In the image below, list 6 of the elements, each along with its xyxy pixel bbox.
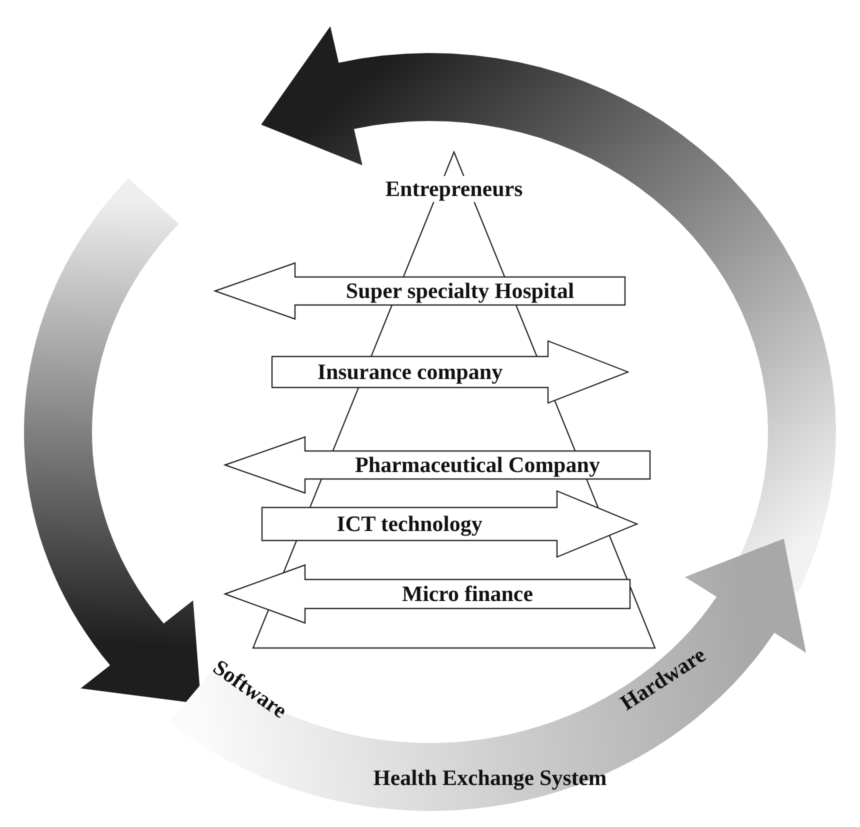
arrow-label: Micro finance bbox=[401, 581, 534, 607]
bottom-label: Health Exchange System bbox=[372, 765, 608, 791]
arrow-label: ICT technology bbox=[336, 511, 484, 537]
arrow-label: Super specialty Hospital bbox=[344, 278, 576, 304]
arrow-label: Insurance company bbox=[316, 359, 504, 385]
arrow-label: Pharmaceutical Company bbox=[354, 452, 602, 478]
